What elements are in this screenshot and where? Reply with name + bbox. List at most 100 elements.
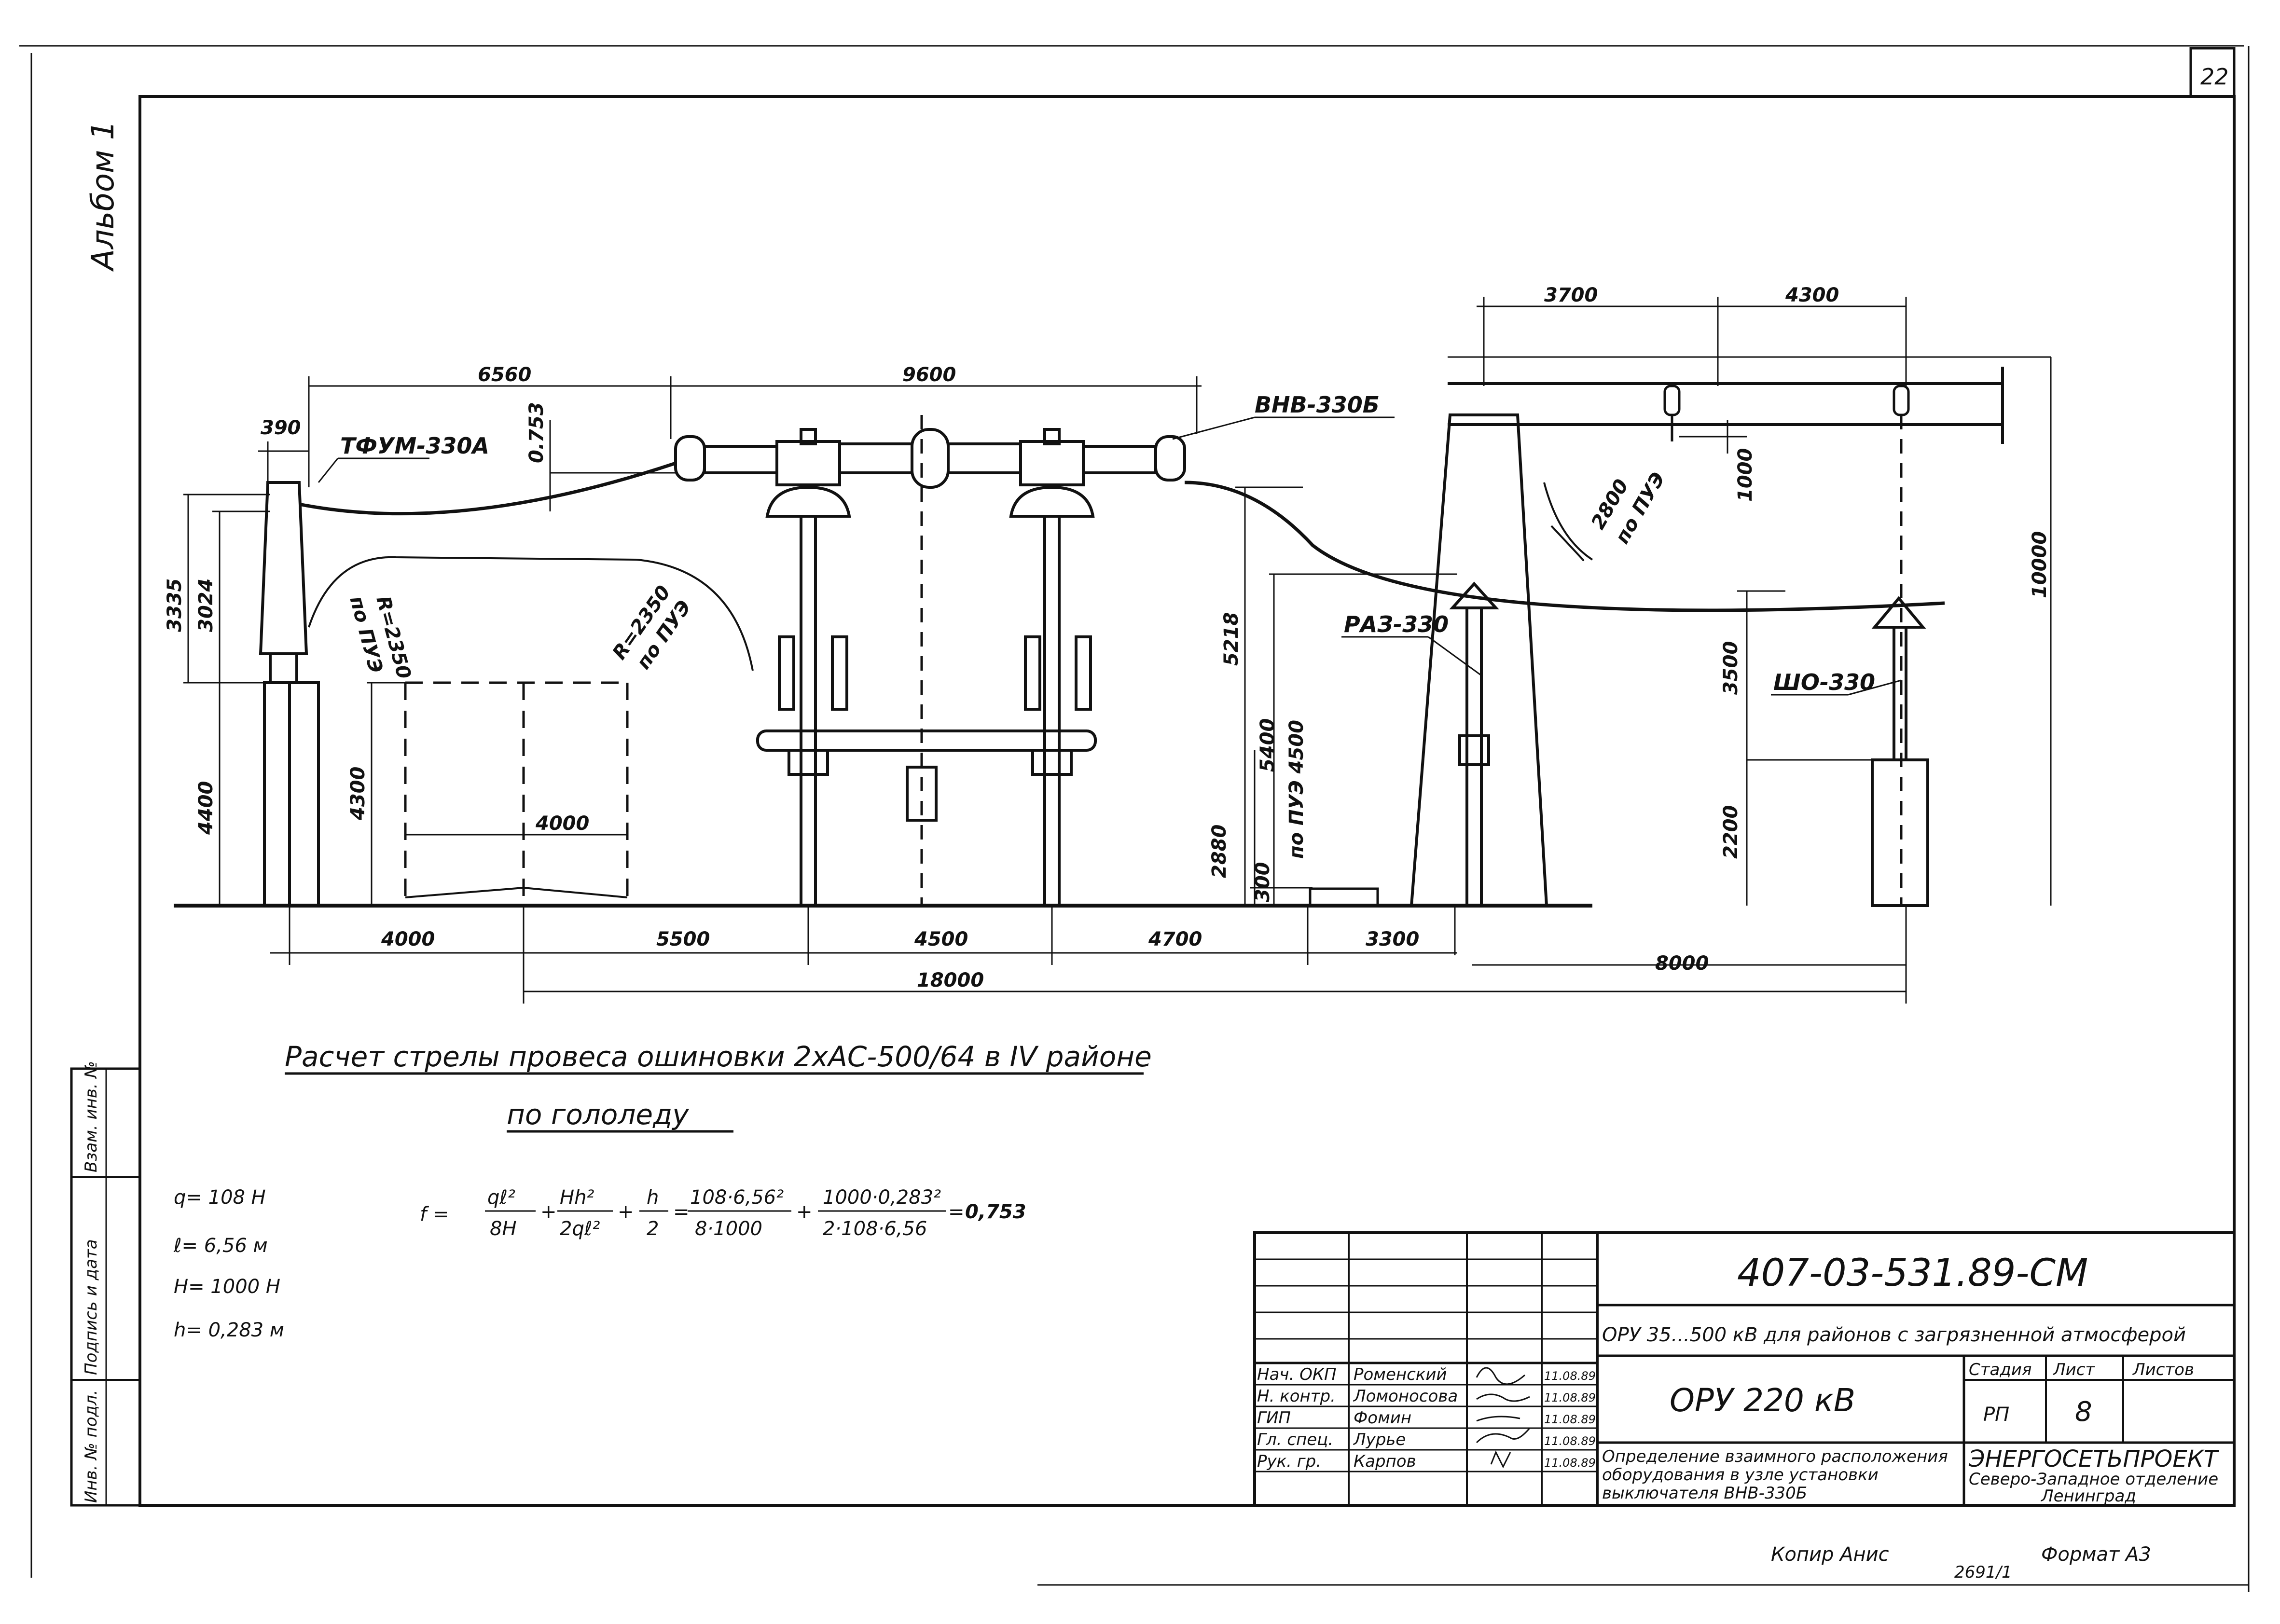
dim-b4500: 4500 — [914, 928, 968, 950]
dim-3500: 3500 — [1720, 641, 1742, 695]
role-4: Рук. гр. — [1257, 1452, 1321, 1471]
title-block — [1253, 1231, 2236, 1507]
sheet-desc-1: Определение взаимного расположения — [1602, 1447, 1948, 1466]
dim-0753: 0.753 — [525, 402, 548, 463]
substation-section-drawing — [174, 297, 2052, 1004]
svg-text:=: = — [948, 1201, 965, 1223]
sheet-frame — [19, 45, 2250, 1592]
calc-subtitle: по гололеду — [507, 1098, 689, 1131]
formula-lhs: f = — [420, 1203, 449, 1225]
sheet-header: Лист — [2052, 1360, 2095, 1379]
param-h: h= 0,283 м — [174, 1319, 284, 1341]
doc-code: 407-03-531.89-СМ — [1737, 1252, 2088, 1295]
dim-4000-inner: 4000 — [535, 812, 589, 835]
stamp-sign: Подпись и дата — [82, 1239, 101, 1375]
formula-t3-den: 2 — [647, 1218, 659, 1240]
transformer-tfum — [259, 481, 320, 907]
dim-300: 300 — [1252, 862, 1274, 903]
name-2: Фомин — [1354, 1408, 1411, 1428]
stamp-inv: Инв. № подл. — [82, 1390, 101, 1503]
calc-title: Расчет стрелы провеса ошиновки 2хАС-500/… — [285, 1040, 1152, 1073]
project-name: ОРУ 35...500 кВ для районов с загрязненн… — [1602, 1324, 2186, 1346]
param-l: ℓ= 6,56 м — [173, 1235, 268, 1257]
stage-header: Стадия — [1969, 1360, 2031, 1379]
date-0: 11.08.89 — [1544, 1369, 1596, 1383]
formula-t1-den: 8Н — [490, 1218, 517, 1240]
stamp-replace: Взам. инв. № — [82, 1061, 101, 1172]
org-name: ЭНЕРГОСЕТЬПРОЕКТ — [1968, 1445, 2220, 1473]
dim-390: 390 — [261, 417, 301, 439]
name-1: Ломоносова — [1353, 1387, 1458, 1406]
dim-b8000: 8000 — [1655, 952, 1709, 975]
svg-text:=: = — [673, 1201, 690, 1223]
footer-copied: Копир Анис — [1771, 1543, 1889, 1566]
dim-3700: 3700 — [1544, 284, 1598, 306]
reference-frame-dashed — [404, 681, 629, 897]
date-4: 11.08.89 — [1544, 1456, 1596, 1470]
org-city: Ленинград — [2040, 1486, 2136, 1506]
formula-t1-num: qℓ² — [487, 1186, 515, 1209]
role-3: Гл. спец. — [1257, 1430, 1333, 1449]
label-breaker: ВНВ-330Б — [1255, 392, 1380, 418]
sag-calculation: Расчет стрелы провеса ошиновки 2хАС-500/… — [173, 1040, 1152, 1341]
formula-t2-den: 2qℓ² — [560, 1218, 600, 1240]
dim-2200: 2200 — [1720, 805, 1742, 859]
date-3: 11.08.89 — [1544, 1434, 1596, 1448]
sheet-value: 8 — [2075, 1396, 2092, 1428]
svg-text:+: + — [618, 1201, 634, 1223]
side-stamp: Инв. № подл. Подпись и дата Взам. инв. № — [70, 1061, 141, 1507]
formula-result: 0,753 — [965, 1201, 1026, 1223]
dim-4300: 4300 — [347, 767, 369, 821]
param-q: q= 108 Н — [174, 1186, 266, 1209]
param-h-cap: Н= 1000 Н — [174, 1276, 280, 1298]
formula-t4-den: 8·1000 — [695, 1218, 762, 1240]
stage-value: РП — [1983, 1404, 2009, 1426]
sheet-desc-2: оборудования в узле установки — [1602, 1465, 1879, 1485]
support-sho — [1871, 596, 1929, 907]
date-2: 11.08.89 — [1544, 1413, 1596, 1426]
portal-structure — [1409, 367, 2004, 907]
dim-b5500: 5500 — [656, 928, 710, 950]
formula-t5-den: 2·108·6,56 — [823, 1218, 927, 1240]
signatures: Нач. ОКП Роменский 11.08.89 Н. контр. Ло… — [1257, 1365, 1596, 1471]
date-1: 11.08.89 — [1544, 1391, 1596, 1404]
album-label: Альбом 1 — [85, 121, 121, 272]
name-0: Роменский — [1354, 1365, 1447, 1384]
sheet-desc-3: выключателя ВНВ-330Б — [1602, 1484, 1807, 1503]
suspension-insulators — [1663, 385, 1910, 906]
dim-3024: 3024 — [195, 578, 217, 632]
dim-4300-top: 4300 — [1785, 284, 1839, 306]
role-1: Н. контр. — [1257, 1387, 1336, 1406]
clearance-arc-left — [308, 556, 754, 671]
org-branch: Северо-Западное отделение — [1969, 1470, 2218, 1489]
dim-5400-note: по ПУЭ 4500 — [1285, 720, 1308, 859]
footer-format: Формат А3 — [2041, 1543, 2151, 1566]
label-transformer: ТФУМ-330А — [340, 433, 489, 459]
role-2: ГИП — [1257, 1408, 1291, 1428]
label-support: ШО-330 — [1773, 669, 1875, 695]
bus-span-left — [299, 461, 677, 516]
dim-10000: 10000 — [2029, 531, 2051, 598]
dim-6560: 6560 — [478, 364, 531, 386]
sheets-header: Листов — [2132, 1360, 2194, 1379]
formula-t3-num: h — [647, 1186, 659, 1209]
svg-text:+: + — [796, 1201, 813, 1223]
dim-b4700: 4700 — [1148, 928, 1202, 950]
arrester-raz — [1449, 581, 1499, 906]
sag-formula: f = qℓ² 8Н + Hh² 2qℓ² + h 2 = 108·6,56² … — [420, 1186, 1026, 1240]
dim-b3300: 3300 — [1366, 928, 1419, 950]
formula-t2-num: Hh² — [560, 1186, 594, 1209]
label-arrester: РАЗ-330 — [1344, 611, 1449, 637]
role-0: Нач. ОКП — [1257, 1365, 1337, 1384]
dim-9600: 9600 — [902, 364, 956, 386]
name-4: Карпов — [1354, 1452, 1416, 1471]
breaker-vnv — [674, 428, 1186, 906]
dim-1000: 1000 — [1734, 448, 1756, 502]
sheet-number: 22 — [2200, 64, 2229, 90]
formula-t5-num: 1000·0,283² — [823, 1186, 941, 1209]
formula-t4-num: 108·6,56² — [690, 1186, 784, 1209]
bus-span-right — [1184, 481, 1945, 612]
svg-text:+: + — [540, 1201, 557, 1223]
dim-5400: 5400 — [1257, 718, 1279, 772]
